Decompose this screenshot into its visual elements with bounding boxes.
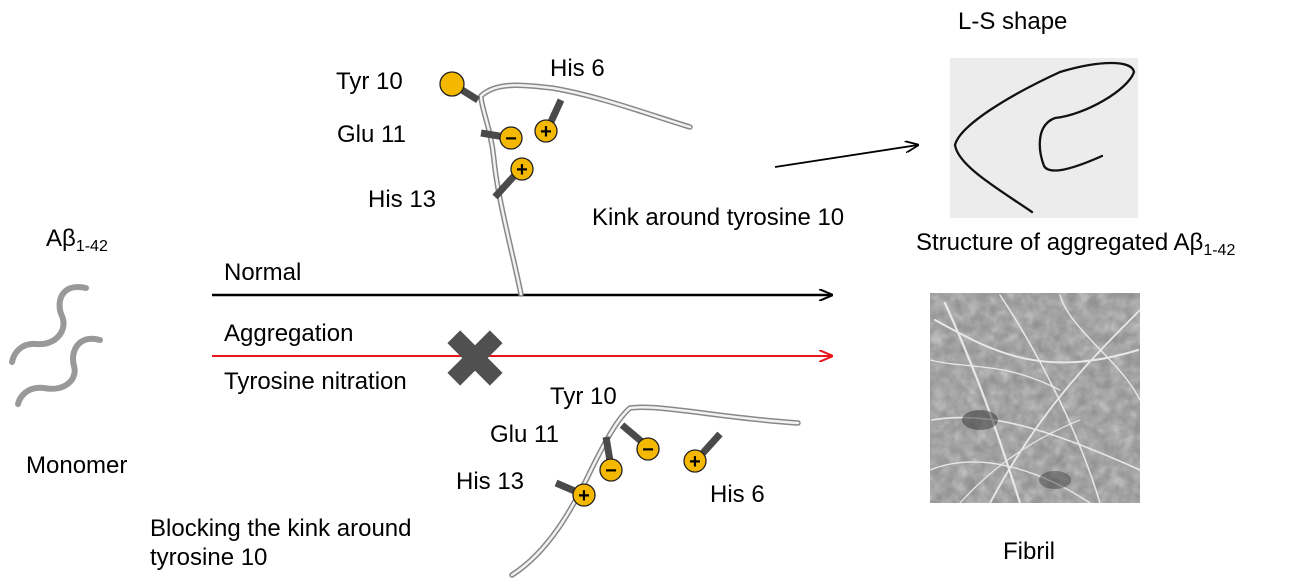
kink-caption: Kink around tyrosine 10 bbox=[592, 204, 845, 231]
to-aggregate-arrow bbox=[774, 145, 918, 168]
tyrosine-nitration-label: Tyrosine nitration bbox=[224, 368, 407, 395]
normal-residue-sidechains: + − + bbox=[439, 71, 565, 200]
ls-shape-panel bbox=[950, 58, 1138, 218]
blocking-caption-line1: Blocking the kink around bbox=[150, 515, 412, 542]
tyr10-residue-blocked bbox=[636, 437, 660, 461]
blocked-residue-sidechains: − − + + bbox=[554, 422, 723, 507]
blocked-peptide-backbone bbox=[509, 404, 801, 578]
his13-label-normal: His 13 bbox=[368, 186, 437, 213]
glu11-residue-normal bbox=[499, 126, 523, 150]
tyr10-label-normal: Tyr 10 bbox=[336, 68, 403, 95]
his13-residue-blocked bbox=[572, 483, 596, 507]
charge-sign: + bbox=[689, 451, 701, 473]
tyr10-label-blocked: Tyr 10 bbox=[550, 383, 617, 410]
his6-residue-normal bbox=[534, 119, 558, 143]
charge-sign: + bbox=[578, 485, 590, 507]
his6-label-normal: His 6 bbox=[550, 55, 605, 82]
glu11-label-blocked: Glu 11 bbox=[490, 421, 559, 448]
normal-label: Normal bbox=[224, 259, 302, 286]
glu11-residue-blocked bbox=[599, 458, 623, 482]
his13-label-blocked: His 13 bbox=[456, 468, 525, 495]
normal-peptide-backbone bbox=[478, 82, 693, 297]
aggregate-structure-caption: Structure of aggregated Aβ1-42 bbox=[916, 229, 1236, 259]
monomer-strands bbox=[9, 284, 103, 407]
blocking-caption-line2: tyrosine 10 bbox=[150, 544, 268, 571]
his6-label-blocked: His 6 bbox=[710, 481, 765, 508]
charge-sign: − bbox=[642, 439, 654, 461]
glu11-label-normal: Glu 11 bbox=[337, 121, 406, 148]
charge-sign: + bbox=[516, 159, 528, 181]
charge-sign: − bbox=[605, 460, 617, 482]
tyr10-residue-normal bbox=[439, 71, 465, 97]
monomer-caption: Monomer bbox=[26, 452, 128, 479]
aggregation-label: Aggregation bbox=[224, 320, 354, 347]
charge-sign: − bbox=[505, 128, 517, 150]
fibril-caption: Fibril bbox=[1003, 538, 1055, 565]
his6-residue-blocked bbox=[683, 449, 707, 473]
his13-residue-normal bbox=[510, 157, 534, 181]
ls-shape-label: L-S shape bbox=[958, 8, 1068, 35]
block-x-mark bbox=[447, 330, 503, 386]
monomer-label: Aβ1-42 bbox=[46, 225, 108, 255]
fibril-micrograph bbox=[930, 293, 1140, 503]
charge-sign: + bbox=[540, 121, 552, 143]
